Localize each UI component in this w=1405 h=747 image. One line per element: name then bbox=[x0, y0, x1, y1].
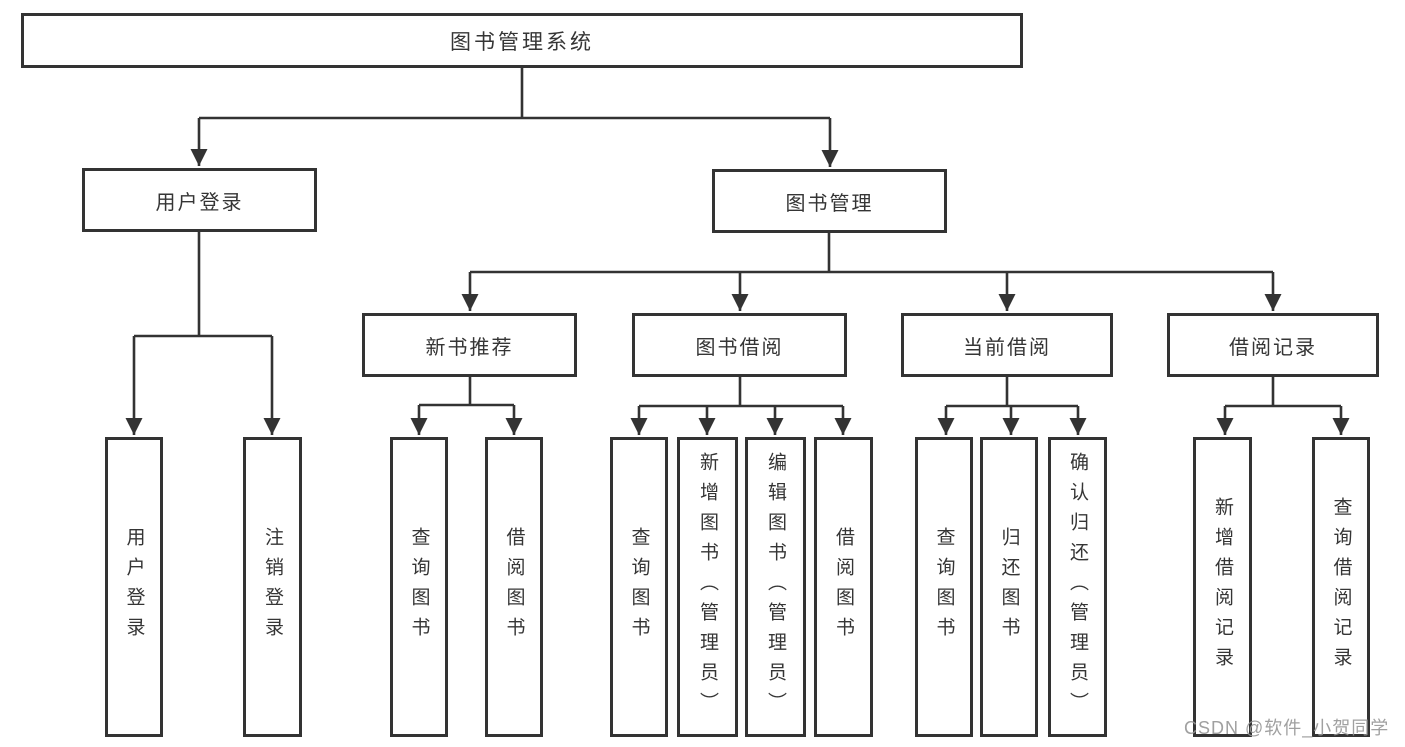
connector-book-borrow-branch bbox=[630, 377, 852, 435]
node-label: 借阅图书 bbox=[833, 527, 854, 647]
node-label: 查询图书 bbox=[628, 527, 650, 647]
node-label: 图书管理 bbox=[785, 192, 874, 215]
node-label: 查询图书 bbox=[408, 527, 430, 647]
node-library-management-system: 图书管理系统 bbox=[21, 13, 1023, 68]
connector-new-book-branch bbox=[410, 377, 523, 435]
node-label: 图书借阅 bbox=[695, 336, 784, 359]
leaf-query-books-current: 查询图书 bbox=[915, 437, 973, 737]
node-label: 借阅图书 bbox=[503, 527, 525, 647]
leaf-query-books-borrow: 查询图书 bbox=[610, 437, 668, 737]
connector-borrow-records-branch bbox=[1216, 377, 1350, 435]
node-book-borrowing: 图书借阅 bbox=[632, 313, 847, 377]
node-label: 新书推荐 bbox=[425, 336, 514, 359]
leaf-borrow-books: 借阅图书 bbox=[814, 437, 873, 737]
connector-current-borrow-branch bbox=[937, 377, 1087, 435]
node-book-management: 图书管理 bbox=[712, 169, 947, 233]
leaf-logout: 注销登录 bbox=[243, 437, 302, 737]
node-new-book-recommend: 新书推荐 bbox=[362, 313, 577, 377]
node-user-login: 用户登录 bbox=[82, 168, 317, 232]
node-label: 确认归还（管理员） bbox=[1067, 452, 1088, 722]
node-label: 借阅记录 bbox=[1229, 336, 1317, 359]
leaf-add-books-admin: 新增图书（管理员） bbox=[677, 437, 738, 737]
node-label: 新增借阅记录 bbox=[1212, 497, 1233, 677]
node-label: 归还图书 bbox=[998, 527, 1020, 647]
connector-root-to-level2 bbox=[190, 68, 839, 167]
csdn-watermark: CSDN @软件_小贺同学 bbox=[1184, 718, 1390, 738]
leaf-query-borrow-record: 查询借阅记录 bbox=[1312, 437, 1370, 737]
connector-user-login-branch bbox=[125, 232, 281, 435]
node-borrowing-records: 借阅记录 bbox=[1167, 313, 1379, 377]
connector-book-mgmt-to-level3 bbox=[461, 233, 1282, 311]
node-label: 新增图书（管理员） bbox=[697, 452, 718, 722]
node-label: 编辑图书（管理员） bbox=[765, 452, 786, 722]
leaf-add-borrow-record: 新增借阅记录 bbox=[1193, 437, 1252, 737]
node-label: 图书管理系统 bbox=[450, 30, 594, 54]
leaf-user-login: 用户登录 bbox=[105, 437, 163, 737]
node-label: 用户登录 bbox=[123, 527, 145, 647]
node-label: 查询借阅记录 bbox=[1330, 497, 1352, 677]
node-current-borrowing: 当前借阅 bbox=[901, 313, 1113, 377]
leaf-edit-books-admin: 编辑图书（管理员） bbox=[745, 437, 806, 737]
leaf-query-books-recommend: 查询图书 bbox=[390, 437, 448, 737]
leaf-borrow-books-recommend: 借阅图书 bbox=[485, 437, 543, 737]
node-label: 用户登录 bbox=[155, 191, 244, 214]
leaf-return-books: 归还图书 bbox=[980, 437, 1038, 737]
node-label: 查询图书 bbox=[933, 527, 955, 647]
leaf-confirm-return-admin: 确认归还（管理员） bbox=[1048, 437, 1107, 737]
node-label: 注销登录 bbox=[262, 527, 283, 647]
node-label: 当前借阅 bbox=[963, 336, 1051, 359]
